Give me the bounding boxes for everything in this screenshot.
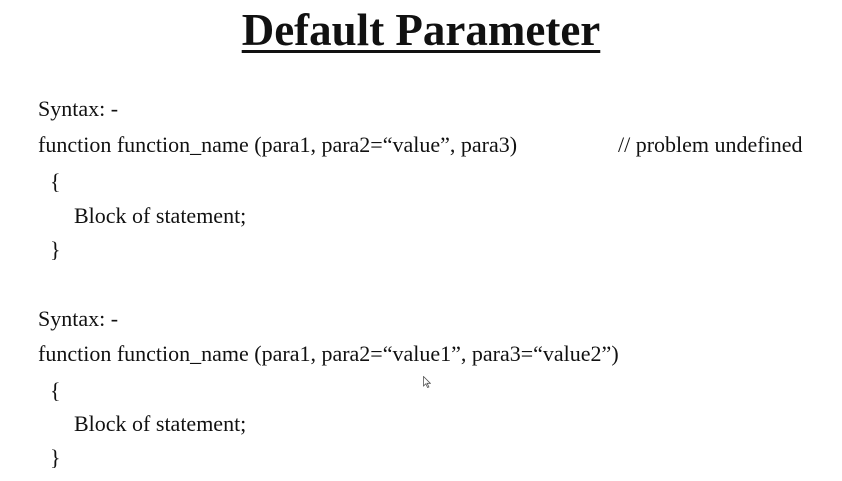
code-comment-1: // problem undefined <box>618 132 803 157</box>
open-brace-2: { <box>50 378 61 403</box>
statement-2: Block of statement; <box>74 411 247 436</box>
close-brace-2: } <box>50 445 61 470</box>
syntax-label-1: Syntax: - <box>38 96 119 121</box>
function-signature-2: function function_name (para1, para2=“va… <box>38 341 619 366</box>
function-signature-1: function function_name (para1, para2=“va… <box>38 132 518 157</box>
syntax-label-2: Syntax: - <box>38 306 119 331</box>
close-brace-1: } <box>50 237 61 262</box>
statement-1: Block of statement; <box>74 203 247 228</box>
open-brace-1: { <box>50 169 61 194</box>
mouse-pointer-icon <box>423 376 431 388</box>
slide-title: Default Parameter <box>241 5 601 55</box>
